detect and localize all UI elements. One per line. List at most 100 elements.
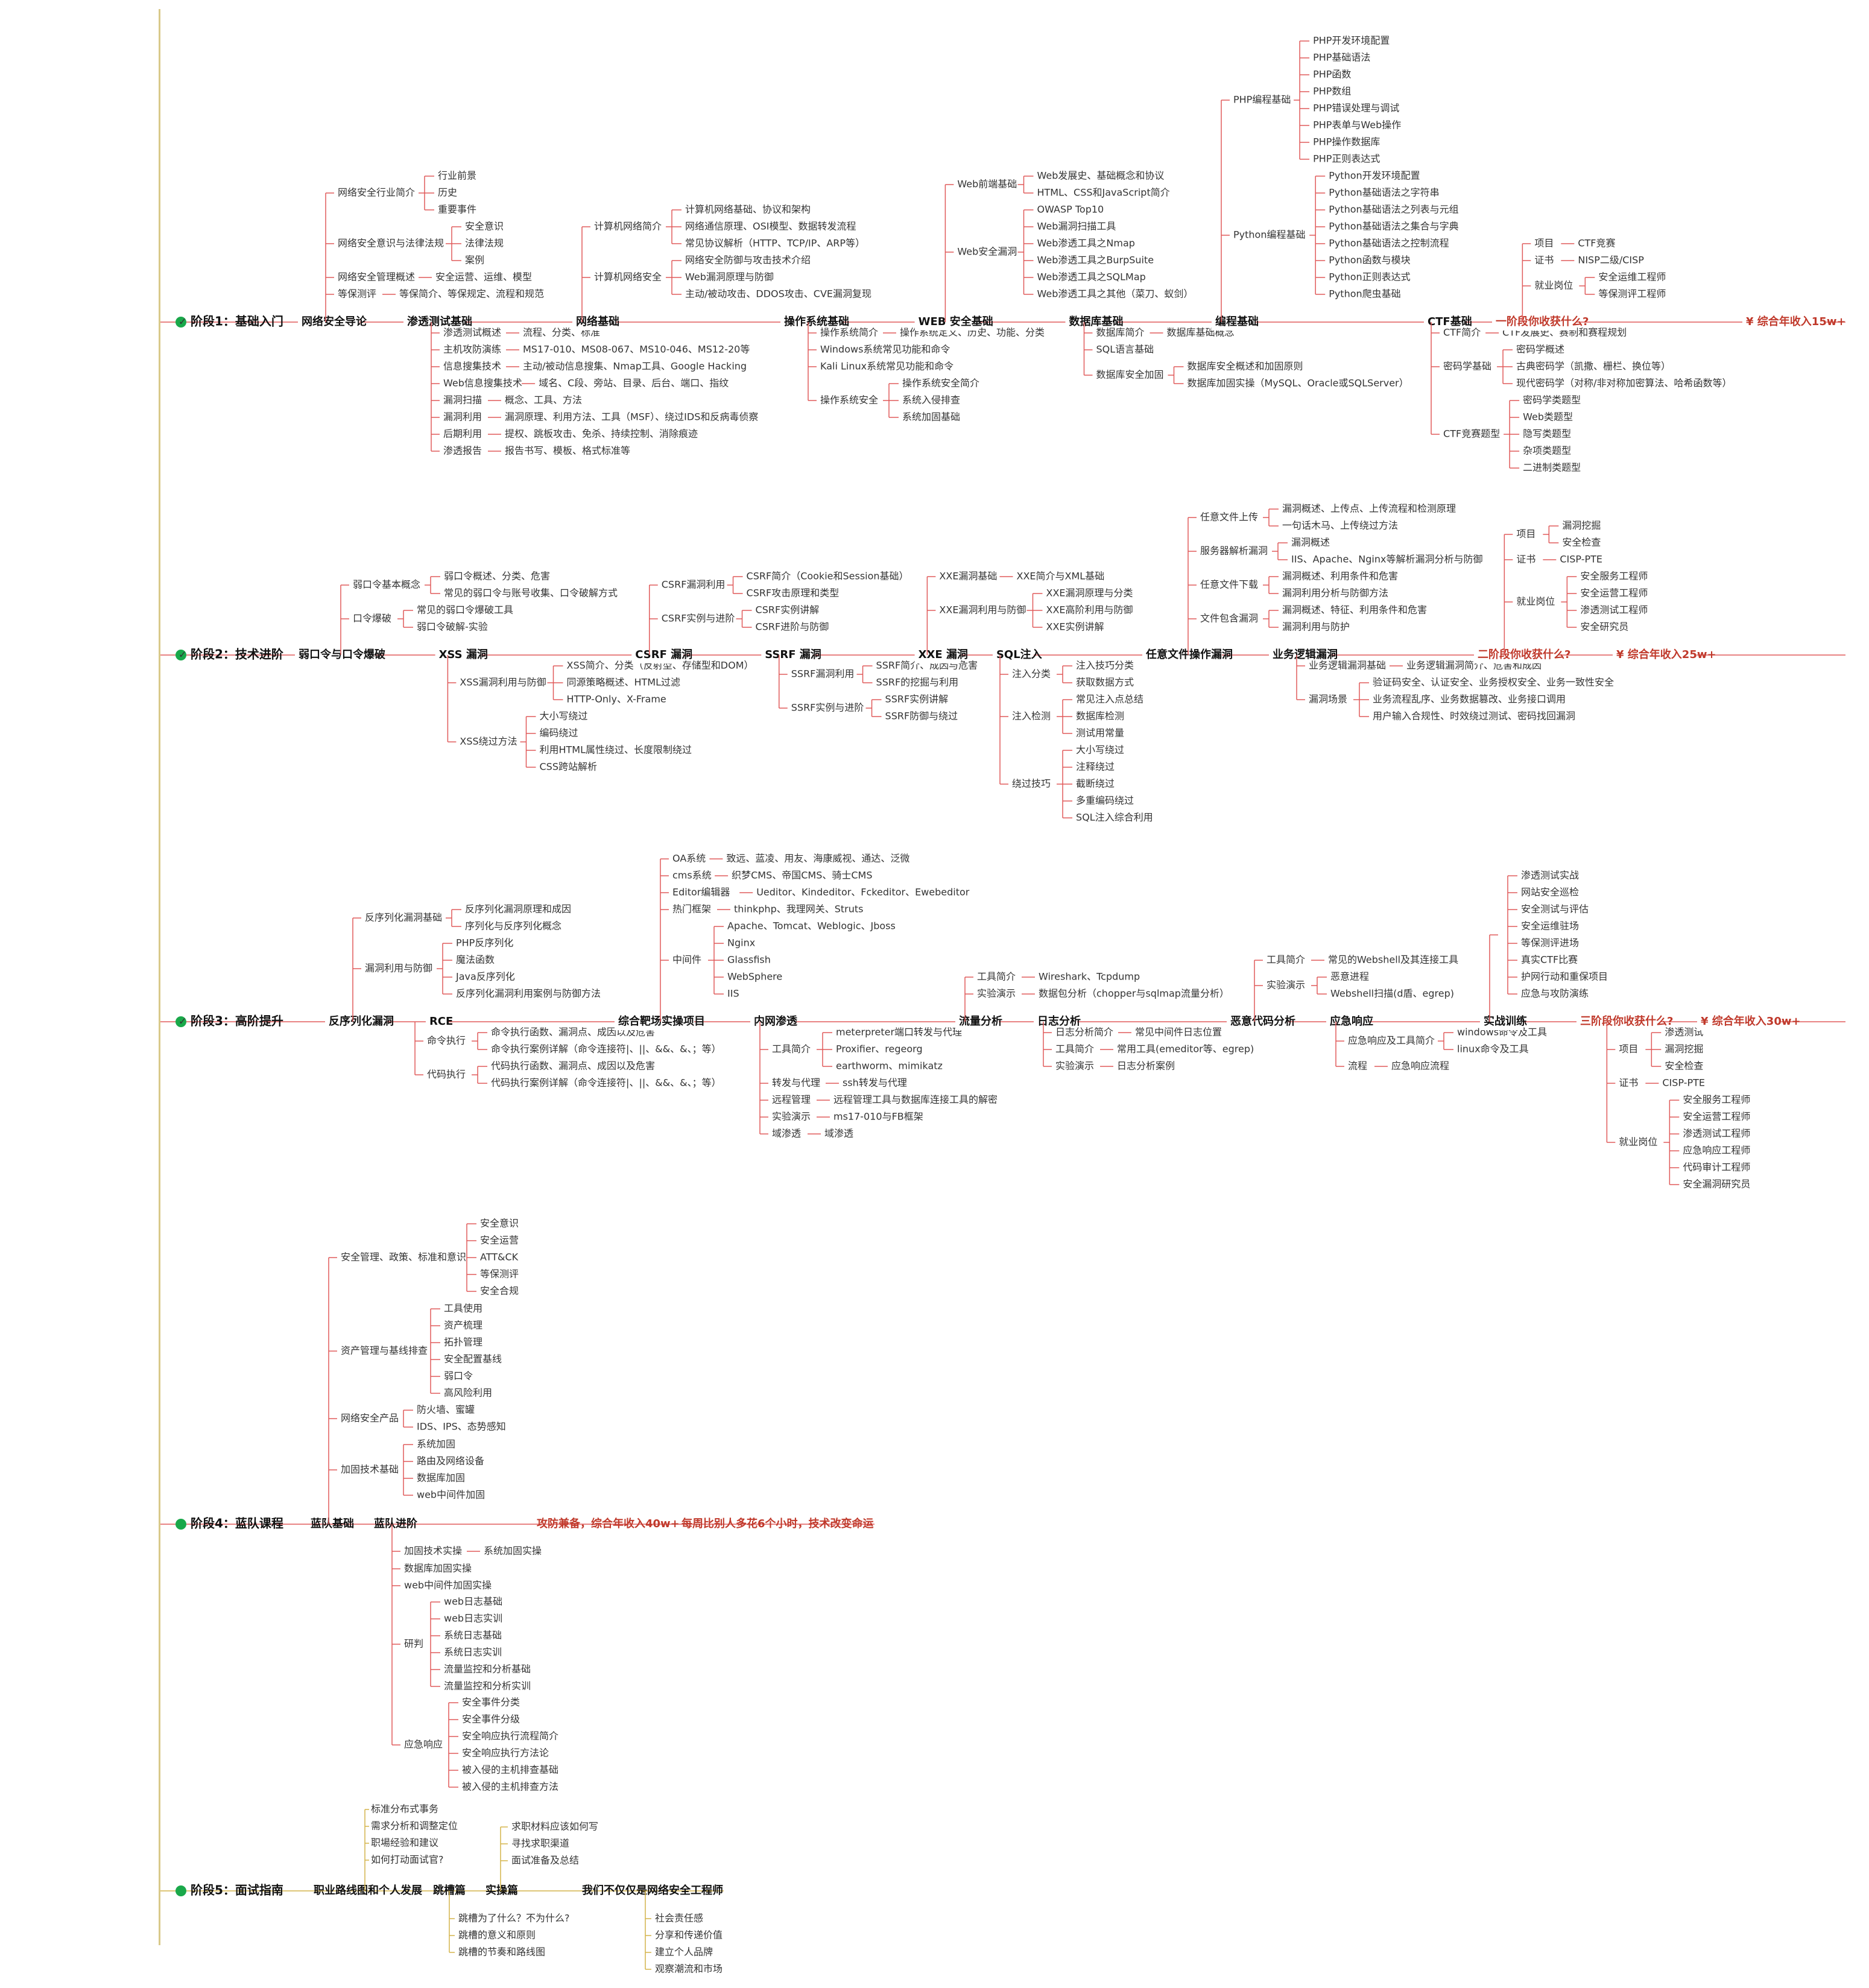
leaf-label: Python函数与模块 bbox=[1329, 255, 1410, 266]
group-label: 实验演示 bbox=[977, 988, 1016, 999]
leaf-label: 多重编码绕过 bbox=[1076, 795, 1134, 806]
leaf-label: CSRF实例讲解 bbox=[756, 604, 820, 616]
leaf-label: 流量监控和分析基础 bbox=[444, 1664, 531, 1675]
leaf-label: 一句话木马、上传绕过方法 bbox=[1282, 520, 1398, 531]
main-node-label: CSRF 漏洞 bbox=[635, 648, 692, 661]
leaf-label: 常见协议解析（HTTP、TCP/IP、ARP等） bbox=[685, 238, 865, 249]
leaf-label: 案例 bbox=[465, 255, 484, 266]
group-label: 服务器解析漏洞 bbox=[1200, 545, 1268, 557]
leaf-label: OWASP Top10 bbox=[1037, 204, 1104, 215]
leaf-label: Proxifier、regeorg bbox=[836, 1043, 923, 1055]
leaf-label: 常见中间件日志位置 bbox=[1135, 1027, 1222, 1038]
slogan-label: 攻防兼备，综合年收入40w+ bbox=[537, 1517, 680, 1530]
leaf-label: 安全运营 bbox=[480, 1235, 519, 1246]
leaf-label: web日志实训 bbox=[444, 1613, 502, 1624]
main-node-label: XXE 漏洞 bbox=[919, 648, 968, 661]
group-label: cms系统 bbox=[672, 870, 712, 881]
group-label: 漏洞利用与防御 bbox=[365, 963, 432, 974]
group-label: 中间件 bbox=[672, 954, 701, 966]
leaf-label: 系统加固实操 bbox=[484, 1545, 542, 1557]
leaf-label: Web漏洞扫描工具 bbox=[1037, 221, 1116, 232]
group-label: 数据库安全加固 bbox=[1096, 369, 1164, 381]
group-label: 等保测评 bbox=[338, 288, 376, 300]
group-label: Editor编辑器 bbox=[672, 887, 730, 898]
main-node-label: 反序列化漏洞 bbox=[329, 1015, 394, 1028]
leaf-label: 报告书写、模板、格式标准等 bbox=[505, 445, 630, 457]
group-label: 证书 bbox=[1516, 554, 1535, 565]
leaf-label: 现代密码学（对称/非对称加密算法、哈希函数等） bbox=[1516, 378, 1731, 389]
leaf-label: 致远、蓝凌、用友、海康威视、通达、泛微 bbox=[726, 853, 909, 864]
leaf-label: 面试准备及总结 bbox=[511, 1855, 579, 1866]
group-label: 弱口令基本概念 bbox=[353, 579, 420, 590]
main-node-chip bbox=[1269, 647, 1330, 663]
group-label: 就业岗位 bbox=[1619, 1136, 1657, 1148]
group-label: 工具简介 bbox=[772, 1043, 811, 1055]
leaf-label: 护网行动和重保项目 bbox=[1521, 971, 1608, 983]
group-label: 信息搜集技术 bbox=[443, 361, 501, 372]
main-node-label: 蓝队进阶 bbox=[374, 1517, 418, 1530]
leaf-label: 法律法规 bbox=[465, 238, 504, 249]
group-label: XSS绕过方法 bbox=[460, 736, 517, 747]
leaf-label: 重要事件 bbox=[438, 204, 476, 215]
group-label: SSRF漏洞利用 bbox=[791, 668, 855, 680]
leaf-label: SSRF防御与绕过 bbox=[885, 711, 958, 722]
leaf-label: 安全运营工程师 bbox=[1580, 587, 1648, 599]
leaf-label: Web渗透工具之Nmap bbox=[1037, 238, 1135, 249]
leaf-label: XXE高阶利用与防御 bbox=[1046, 604, 1133, 616]
group-label: CTF简介 bbox=[1443, 327, 1481, 338]
leaf-label: 漏洞概述、特征、利用条件和危害 bbox=[1282, 604, 1427, 616]
leaf-label: 隐写类题型 bbox=[1523, 428, 1571, 440]
leaf-label: XXE漏洞原理与分类 bbox=[1046, 587, 1133, 599]
leaf-label: PHP正则表达式 bbox=[1313, 153, 1380, 165]
group-label: 命令执行 bbox=[427, 1035, 466, 1046]
leaf-label: 标准分布式事务 bbox=[371, 1803, 438, 1815]
leaf-label: CTF竞赛 bbox=[1578, 238, 1615, 249]
leaf-label: PHP基础语法 bbox=[1313, 52, 1370, 63]
group-label: 网络安全意识与法律法规 bbox=[338, 238, 444, 249]
leaf-label: 应急响应流程 bbox=[1391, 1060, 1449, 1072]
main-node-label: 操作系统基础 bbox=[784, 315, 849, 328]
main-node-chip bbox=[435, 647, 482, 663]
leaf-label: 漏洞概述、利用条件和危害 bbox=[1282, 571, 1398, 582]
group-label: 日志分析简介 bbox=[1055, 1027, 1113, 1038]
group-label: 文件包含漏洞 bbox=[1200, 613, 1258, 624]
leaf-label: 观察潮流和市场 bbox=[655, 1963, 723, 1975]
leaf-label: Wireshark、Tcpdump bbox=[1039, 971, 1140, 983]
question-label: 三阶段你收获什么? bbox=[1580, 1015, 1673, 1028]
leaf-label: web日志基础 bbox=[444, 1596, 502, 1607]
leaf-label: 测试用常量 bbox=[1076, 727, 1124, 739]
income-label: ¥ 综合年收入15w+ bbox=[1746, 315, 1846, 328]
leaf-label: Web发展史、基础概念和协议 bbox=[1037, 170, 1165, 182]
leaf-label: 主动/被动信息搜集、Nmap工具、Google Hacking bbox=[523, 361, 747, 372]
group-label: 业务逻辑漏洞基础 bbox=[1309, 660, 1386, 671]
group-label: 资产管理与基线排查 bbox=[341, 1345, 428, 1356]
group-label: 后期利用 bbox=[443, 428, 482, 440]
main-node-chip bbox=[631, 647, 683, 663]
group-label: CSRF实例与进阶 bbox=[662, 613, 735, 624]
leaf-label: NISP二级/CISP bbox=[1578, 255, 1644, 266]
main-node-label: 编程基础 bbox=[1215, 315, 1259, 328]
check-mark: ✓ bbox=[179, 649, 186, 660]
leaf-label: 代码审计工程师 bbox=[1683, 1162, 1750, 1173]
leaf-label: 验证码安全、认证安全、业务授权安全、业务一致性安全 bbox=[1373, 677, 1614, 688]
leaf-label: 安全检查 bbox=[1562, 537, 1601, 548]
main-node-chip bbox=[750, 1013, 794, 1030]
group-label: 密码学基础 bbox=[1443, 361, 1491, 372]
group-label: 绕过技巧 bbox=[1012, 778, 1051, 790]
group-label: 注入分类 bbox=[1012, 668, 1051, 680]
main-node-label: 恶意代码分析 bbox=[1230, 1015, 1295, 1028]
question-label: 二阶段你收获什么? bbox=[1478, 648, 1570, 661]
leaf-label: 求职材料应该如何写 bbox=[511, 1821, 598, 1832]
leaf-label: 反序列化漏洞利用案例与防御方法 bbox=[456, 988, 601, 999]
main-node-label: 日志分析 bbox=[1037, 1015, 1081, 1028]
leaf-label: linux命令及工具 bbox=[1457, 1043, 1529, 1055]
leaf-label: 二进制类题型 bbox=[1523, 462, 1581, 473]
leaf-label: 安全运维驻场 bbox=[1521, 920, 1579, 932]
leaf-label: PHP反序列化 bbox=[456, 937, 513, 949]
main-node-chip bbox=[572, 314, 616, 331]
leaf-label: ssh转发与代理 bbox=[843, 1077, 907, 1089]
group-label: 数据库加固实操 bbox=[404, 1563, 472, 1574]
leaf-label: SQL注入综合利用 bbox=[1076, 812, 1153, 823]
check-icon bbox=[176, 1885, 186, 1896]
leaf-label: Web类题型 bbox=[1523, 411, 1573, 423]
